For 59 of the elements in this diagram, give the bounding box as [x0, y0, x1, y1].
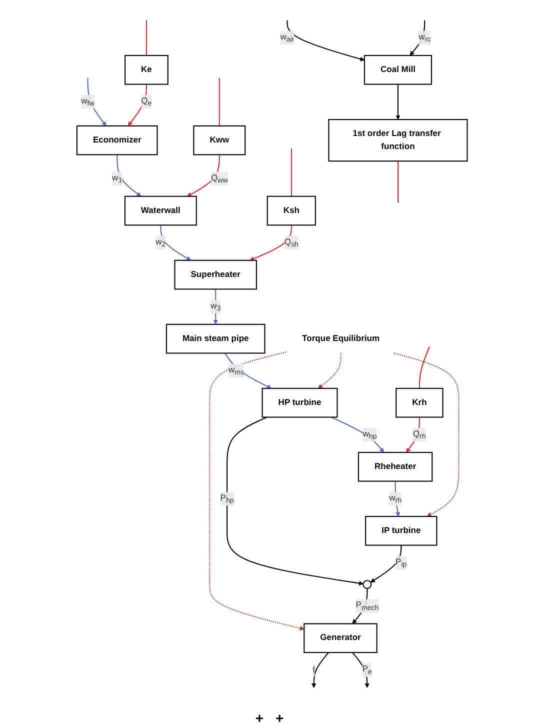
arrow: [128, 84, 147, 126]
edge-label: Q$_{ww}$: [210, 173, 228, 184]
arrow: [318, 353, 342, 389]
arrow: [331, 416, 384, 453]
sign-label: +: [255, 710, 264, 726]
arrow: [352, 652, 370, 688]
connector: [418, 346, 430, 388]
node-box: 1st order Lag transfer function: [328, 119, 468, 162]
arrow: [116, 154, 142, 197]
connector: [146, 20, 147, 56]
edge-label: P$_{ip}$: [396, 557, 407, 568]
arrow: [249, 225, 292, 261]
edge-label: Q$_{e}$: [141, 96, 152, 108]
node-box: Economizer: [76, 125, 158, 156]
node-box: Kww: [193, 125, 246, 156]
arrow: [186, 154, 220, 197]
node-box: Krh: [396, 388, 444, 418]
arrow: [370, 545, 402, 583]
arrow: [410, 20, 426, 56]
edge-label: w$_{ms}$: [228, 365, 244, 376]
node-box: Ke: [124, 54, 168, 85]
edge-label: P$_{hp}$: [220, 493, 234, 504]
node-text: Torque Equilibrium: [302, 334, 380, 344]
edge-label: Q$_{rh}$: [413, 429, 426, 440]
edge-label: w$_{rh}$: [389, 493, 402, 504]
edge-label: w$_{1}$: [112, 173, 122, 184]
node-circle: [362, 580, 372, 589]
arrow: [209, 352, 304, 630]
edge-label: w$_{hp}$: [362, 429, 377, 440]
node-box: Waterwall: [124, 196, 197, 226]
edge-label: Q$_{sh}$: [284, 237, 298, 248]
node-box: Superheater: [174, 260, 257, 290]
node-box: Rheheater: [358, 452, 433, 482]
edge-label: f: [312, 665, 316, 674]
connector: [290, 148, 292, 196]
arrow: [352, 588, 368, 624]
node-box: Main steam pipe: [166, 324, 266, 354]
connector: [218, 78, 220, 126]
node-box: Coal Mill: [364, 54, 432, 85]
edge-label: w$_{3}$: [210, 301, 221, 312]
arrow: [224, 352, 272, 389]
connector: [397, 161, 399, 203]
arrow: [160, 225, 192, 261]
edge-label: w$_{rc}$: [418, 32, 431, 44]
sign-label: +: [276, 710, 284, 726]
arrow: [312, 652, 329, 688]
arrow: [87, 78, 106, 126]
edge-label: P$_{e}$: [362, 664, 372, 676]
node-box: IP turbine: [365, 516, 438, 546]
edge-label: w$_{air}$: [280, 32, 294, 44]
edge-label: w$_{fw}$: [81, 96, 94, 108]
node-box: Ksh: [266, 196, 316, 226]
arrow: [226, 416, 364, 586]
node-box: HP turbine: [262, 388, 338, 418]
edge-label: P$_{mech}$: [356, 600, 379, 612]
edge-label: w$_{2}$: [156, 237, 166, 248]
arrow: [286, 20, 365, 62]
node-box: Generator: [304, 623, 378, 654]
arrow: [396, 84, 400, 120]
